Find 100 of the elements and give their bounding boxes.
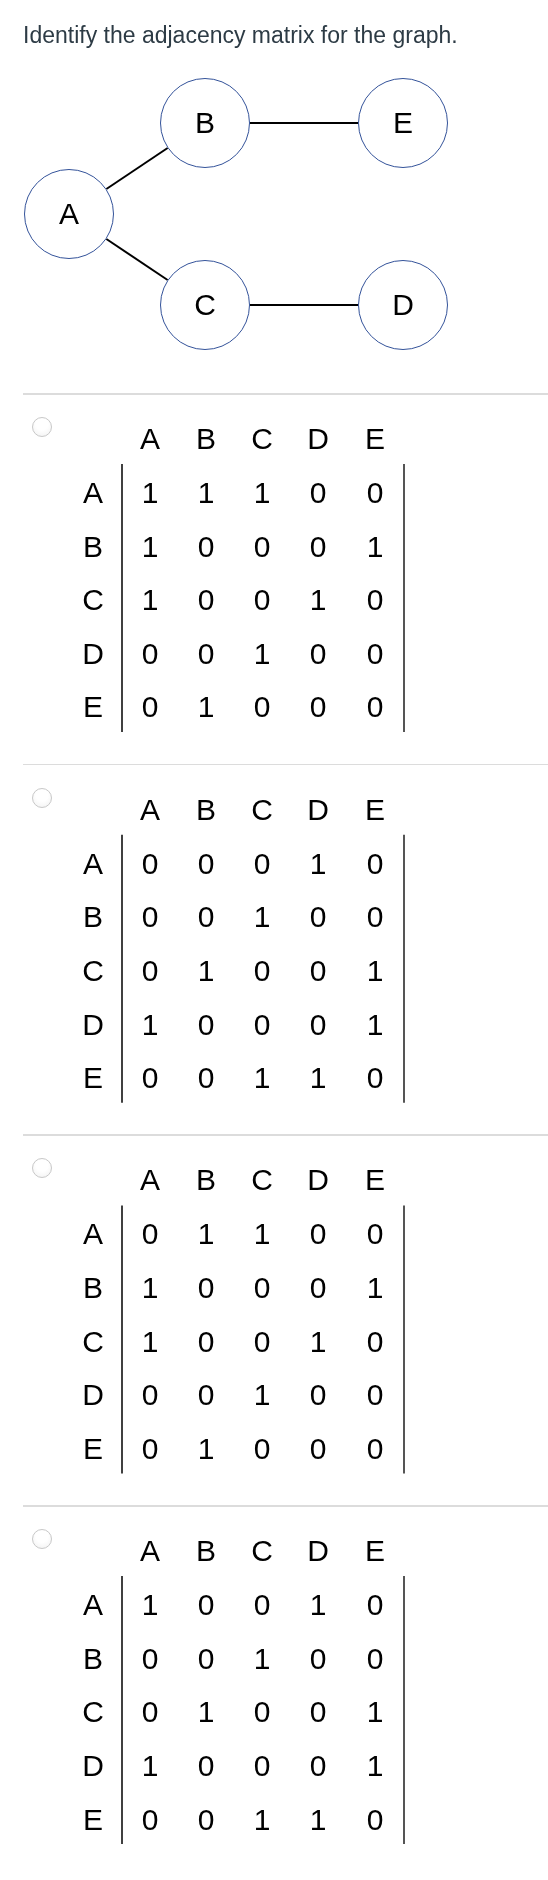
column-header: C xyxy=(250,1163,274,1198)
matrix-entry: 0 xyxy=(252,1007,272,1042)
matrix-entry: 0 xyxy=(196,636,216,671)
matrix-entry: 0 xyxy=(196,1061,216,1096)
matrix-entry: 1 xyxy=(365,1695,385,1730)
row-header: E xyxy=(82,690,104,725)
matrix-entry: 0 xyxy=(365,1378,385,1413)
matrix-entry: 0 xyxy=(196,1324,216,1359)
matrix-entry: 0 xyxy=(365,690,385,725)
row-header: C xyxy=(81,583,105,618)
row-header: D xyxy=(81,1378,105,1413)
matrix-entry: 0 xyxy=(308,1431,328,1466)
row-header: D xyxy=(81,1007,105,1042)
column-header: A xyxy=(139,1163,161,1198)
matrix-entry: 0 xyxy=(308,476,328,510)
node-circle: C xyxy=(160,260,250,350)
column-header: D xyxy=(306,792,330,827)
row-header: D xyxy=(81,636,105,671)
matrix-entry: 0 xyxy=(365,1061,385,1096)
matrix-entry: 1 xyxy=(196,1431,216,1466)
matrix-entry: 1 xyxy=(365,1271,385,1305)
matrix-entry: 1 xyxy=(365,1007,385,1042)
matrix-entry: 1 xyxy=(140,529,160,564)
matrix-entry: 0 xyxy=(308,636,328,671)
matrix-entry: 0 xyxy=(196,1748,216,1783)
row-header: A xyxy=(82,846,104,881)
matrix-entry: 0 xyxy=(252,583,272,618)
matrix-entry: 0 xyxy=(196,1802,216,1837)
matrix-entry: 0 xyxy=(308,690,328,725)
matrix-entry: 0 xyxy=(252,953,272,988)
column-header: E xyxy=(364,792,386,827)
matrix-entry: 1 xyxy=(252,1217,272,1252)
matrix-entry: 0 xyxy=(365,1641,385,1676)
matrix-entry: 0 xyxy=(140,953,160,988)
matrix-entry: 0 xyxy=(140,1641,160,1676)
matrix-entry: 1 xyxy=(140,583,160,618)
column-header: A xyxy=(139,1534,161,1569)
matrix-entry: 0 xyxy=(140,846,160,881)
column-header: E xyxy=(364,422,386,456)
matrix-entry: 1 xyxy=(196,476,216,510)
matrix-entry: 0 xyxy=(365,846,385,881)
column-header: B xyxy=(195,792,217,827)
row-header: C xyxy=(81,953,105,988)
matrix-entry: 0 xyxy=(196,846,216,881)
matrix-entry: 0 xyxy=(140,1695,160,1730)
matrix-entry: 0 xyxy=(196,1378,216,1413)
matrix-entry: 1 xyxy=(308,583,328,618)
matrix-entry: 1 xyxy=(252,1641,272,1676)
matrix-entry: 0 xyxy=(252,529,272,564)
edge-line xyxy=(249,304,359,306)
matrix-entry: 1 xyxy=(196,953,216,988)
matrix-entry: 1 xyxy=(308,1588,328,1623)
node-circle: B xyxy=(160,78,250,168)
matrix-entry: 0 xyxy=(365,636,385,671)
matrix-entry: 0 xyxy=(196,529,216,564)
matrix-entry: 0 xyxy=(140,1378,160,1413)
matrix-entry: 0 xyxy=(365,583,385,618)
matrix-entry: 0 xyxy=(252,1324,272,1359)
edge-line xyxy=(105,147,169,190)
matrix-entry: 0 xyxy=(365,1431,385,1466)
row-header: B xyxy=(82,1271,104,1305)
matrix-entry: 0 xyxy=(252,1588,272,1623)
edge-line xyxy=(105,238,169,281)
matrix-entry: 0 xyxy=(140,1431,160,1466)
matrix-entry: 0 xyxy=(308,1007,328,1042)
matrix-entry: 0 xyxy=(365,1217,385,1252)
column-header: C xyxy=(250,422,274,456)
matrix-entry: 0 xyxy=(308,1641,328,1676)
matrix-entry: 0 xyxy=(308,1271,328,1305)
matrix-entry: 0 xyxy=(196,1641,216,1676)
node-circle: A xyxy=(24,169,114,259)
matrix-entry: 0 xyxy=(365,900,385,935)
matrix-entry: 0 xyxy=(365,1324,385,1359)
matrix-entry: 1 xyxy=(140,1271,160,1305)
matrix-entry: 1 xyxy=(365,953,385,988)
matrix-entry: 0 xyxy=(365,1802,385,1837)
column-header: B xyxy=(195,1534,217,1569)
matrix-entry: 1 xyxy=(140,1588,160,1623)
matrix-entry: 0 xyxy=(140,1061,160,1096)
matrix-entry: 1 xyxy=(308,1802,328,1837)
column-header: C xyxy=(250,1534,274,1569)
matrix-entry: 0 xyxy=(308,1378,328,1413)
row-header: A xyxy=(82,1217,104,1252)
matrix-entry: 0 xyxy=(252,1695,272,1730)
edge-line xyxy=(249,122,359,124)
node-circle: E xyxy=(358,78,448,168)
matrix-entry: 1 xyxy=(252,1378,272,1413)
row-header: D xyxy=(81,1748,105,1783)
matrix-entry: 0 xyxy=(308,900,328,935)
matrix-entry: 1 xyxy=(196,1217,216,1252)
column-header: E xyxy=(364,1163,386,1198)
row-header: E xyxy=(82,1802,104,1837)
matrix-entry: 0 xyxy=(196,900,216,935)
column-header: B xyxy=(195,422,217,456)
row-header: C xyxy=(81,1324,105,1359)
column-header: E xyxy=(364,1534,386,1569)
matrix-entry: 1 xyxy=(252,1061,272,1096)
row-header: A xyxy=(82,1588,104,1623)
matrix-entry: 0 xyxy=(140,1217,160,1252)
matrix-entry: 1 xyxy=(252,476,272,510)
